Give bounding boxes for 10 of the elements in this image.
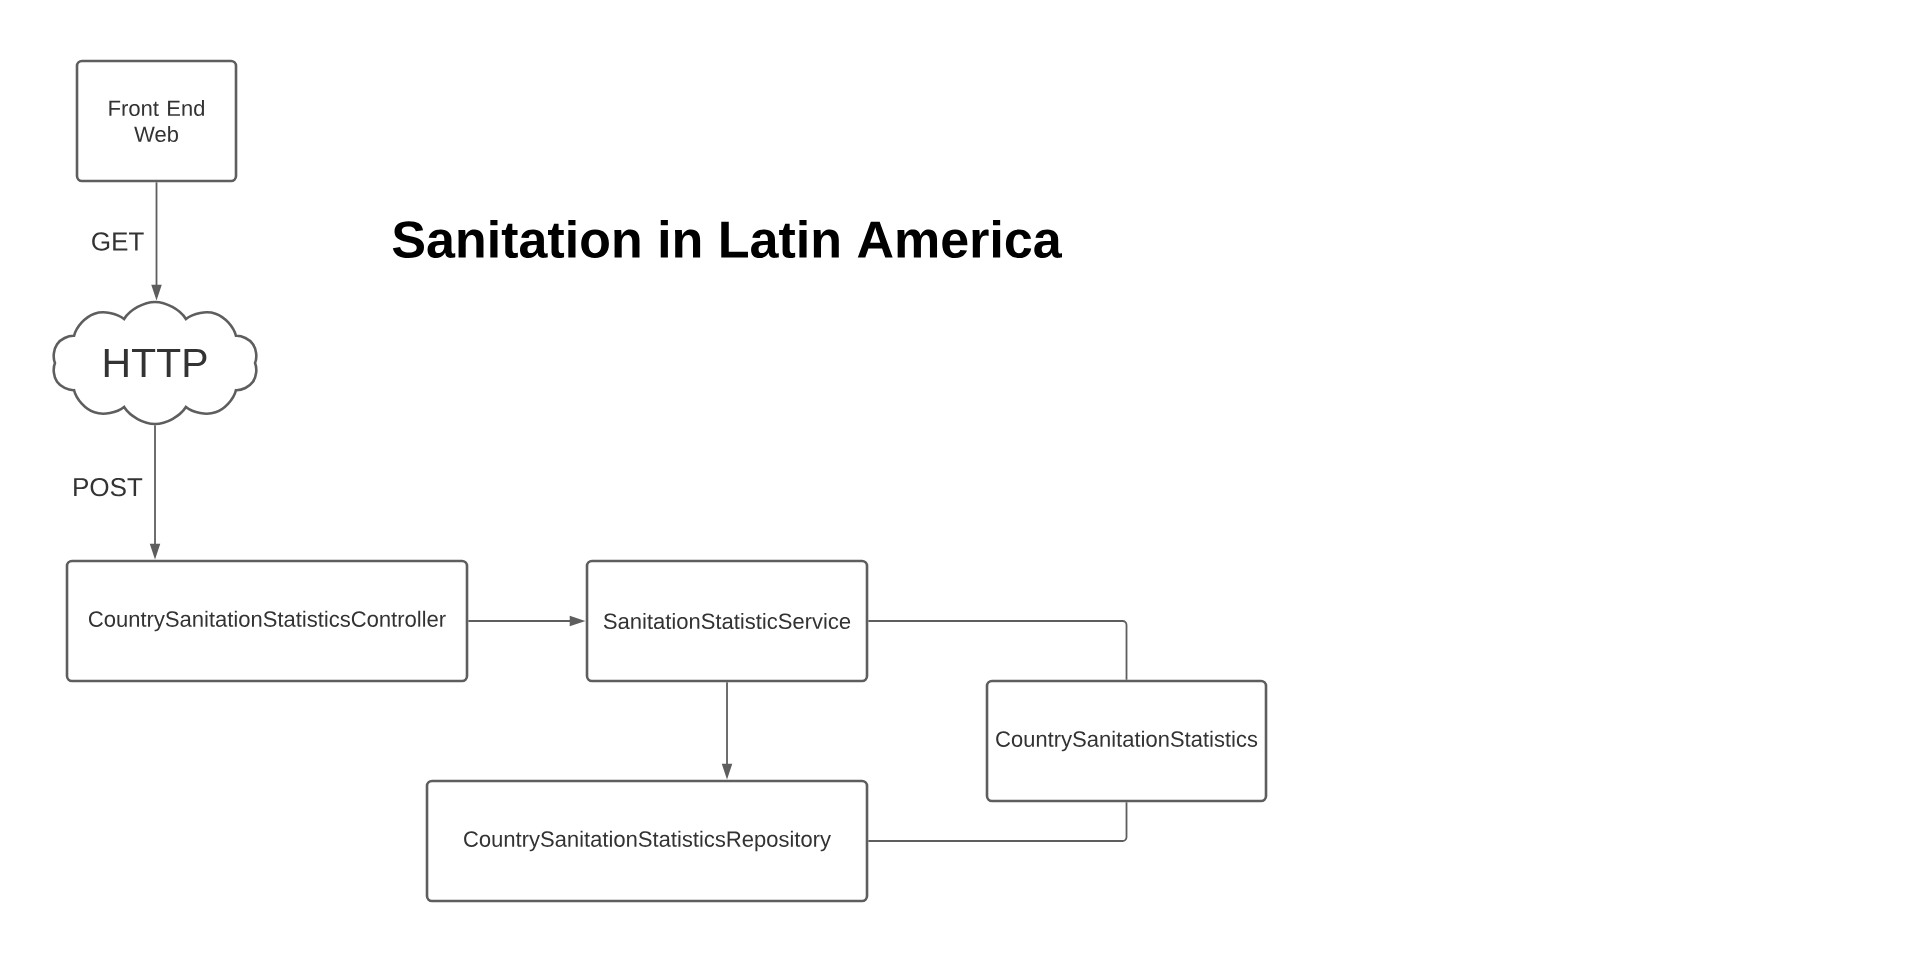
process-box: Front End Web xyxy=(75,59,238,183)
process-box: CountrySanitationStatistics xyxy=(985,679,1268,803)
connector-line xyxy=(867,620,1128,681)
process-box: CountrySanitationStatisticsRepository xyxy=(425,779,869,903)
process-box: SanitationStatisticService xyxy=(585,559,869,683)
diagram-title: Sanitation in Latin America xyxy=(392,219,1062,259)
edge-label: POST xyxy=(74,477,143,497)
process-box: CountrySanitationStatisticsController xyxy=(65,559,469,683)
connector-line xyxy=(867,801,1128,842)
edge-label: GET xyxy=(92,232,144,251)
